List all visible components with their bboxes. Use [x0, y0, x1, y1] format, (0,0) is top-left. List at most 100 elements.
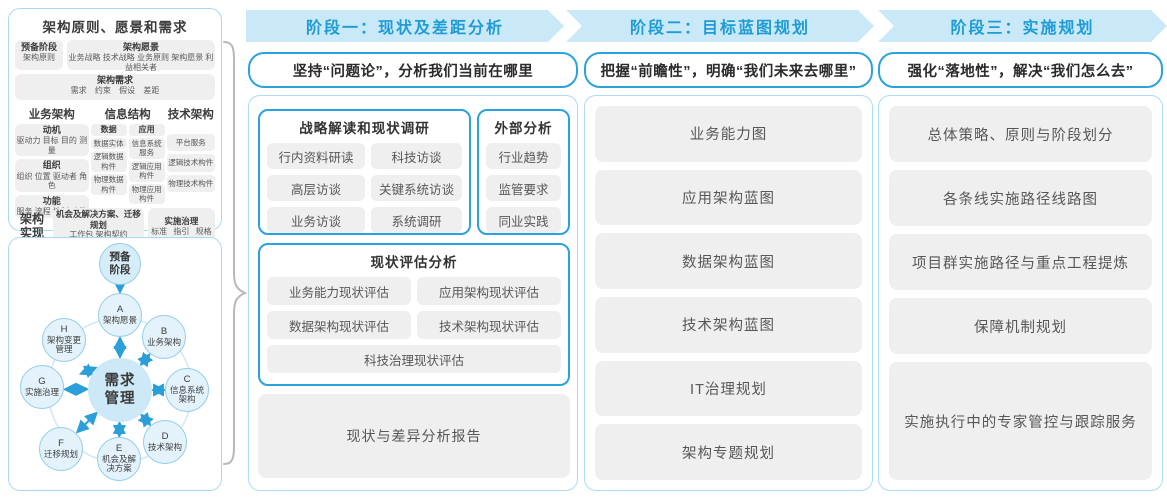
- center-b-arrow: [137, 351, 154, 368]
- architecture-requirement-box: 架构需求 需求 约束 假设 差距: [15, 74, 215, 100]
- framework-row-domains: 业务架构 动机 驱动力 目标 目的 测量 组织 组织 位置 驱动者 角色 功能 …: [15, 106, 215, 218]
- phase3-item: 项目群实施路径与重点工程提炼: [889, 234, 1152, 291]
- phase1-subtitle: 坚持“问题论”，分析我们当前在哪里: [248, 52, 578, 88]
- phase3-subtitle: 强化“落地性”，解决“我们怎么去”: [878, 52, 1163, 88]
- adm-prep-circle: 预备阶段: [99, 243, 141, 285]
- adm-node-label: 信息系统架构: [169, 384, 204, 405]
- organization-box: 组织 组织 位置 驱动者 角色: [15, 159, 89, 192]
- survey-item: 行内资料研读: [267, 143, 366, 169]
- assessment-item: 科技治理现状评估: [267, 345, 561, 373]
- framework-title: 架构原则、愿景和需求: [42, 20, 188, 35]
- assessment-item: 数据架构现状评估: [267, 311, 411, 339]
- adm-center-label: 需求管理: [104, 372, 136, 407]
- assessment-item: 技术架构现状评估: [417, 311, 561, 339]
- survey-group-title: 战略解读和现状调研: [299, 121, 430, 136]
- assessment-item: 业务能力现状评估: [267, 277, 411, 305]
- adm-node-a: A 架构愿景: [98, 293, 142, 337]
- adm-node-letter: A: [116, 303, 124, 315]
- survey-item: 关键系统访谈: [371, 175, 462, 201]
- phase3-banner: 阶段三：实施规划: [878, 10, 1167, 42]
- adm-node-letter: D: [161, 430, 169, 442]
- phase2-item: 应用架构蓝图: [595, 169, 862, 226]
- adm-node-label: 架构愿景: [102, 314, 137, 325]
- phase3-container: 总体策略、原则与阶段划分 各条线实施路径线路图 项目群实施路径与重点工程提炼 保…: [878, 95, 1163, 491]
- center-f-arrow: [75, 411, 99, 434]
- business-architecture-column: 业务架构 动机 驱动力 目标 目的 测量 组织 组织 位置 驱动者 角色 功能 …: [15, 106, 89, 218]
- assessment-item: 应用架构现状评估: [417, 277, 561, 305]
- application-item: 信息系统服务: [128, 138, 165, 159]
- center-h-arrow: [78, 363, 98, 379]
- data-item: 逻辑数据构件: [90, 151, 127, 173]
- adm-node-label: 架构变更管理: [46, 334, 81, 355]
- framework-row-prep-vision: 预备阶段 架构原则 架构愿景 业务战略 技术战略 业务原则 架构愿景 利益相关者: [15, 40, 215, 72]
- phase1-subtitle-text: 坚持“问题论”，分析我们当前在哪里: [292, 63, 534, 80]
- application-title: 应用: [128, 124, 165, 136]
- adm-node-e: E 机会及解决方案: [97, 437, 141, 481]
- application-item: 逻辑应用构件: [128, 160, 165, 182]
- phase1-banner: 阶段一：现状及差距分析: [246, 10, 564, 42]
- data-item: 物理数据构件: [90, 174, 127, 195]
- data-title: 数据: [90, 124, 127, 136]
- organization-sub: 组织 位置 驱动者 角色: [16, 171, 88, 191]
- external-analysis-group: 外部分析 行业趋势 监管要求 同业实践: [477, 109, 570, 235]
- phase2-item: IT治理规划: [595, 360, 862, 417]
- curly-brace: [223, 41, 248, 465]
- prep-phase-title: 预备阶段: [20, 42, 57, 52]
- external-item: 行业趋势: [486, 143, 561, 169]
- technology-architecture-column: 技术架构 平台服务 逻辑技术构件 物理技术构件: [166, 106, 215, 202]
- phase3-item: 实施执行中的专家管控与跟踪服务: [889, 362, 1152, 480]
- center-d-arrow: [137, 411, 154, 428]
- adm-prep-label: 预备阶段: [109, 251, 131, 276]
- information-structure-column: 信息结构 数据 数据实体 逻辑数据构件 物理数据构件 应用 信息系统服务 逻辑应…: [90, 106, 165, 205]
- adm-node-label: 实施治理: [24, 386, 59, 397]
- adm-cycle-panel: 预备阶段 A 架构愿景 B 业务架构 C 信息系统架构 D 技术架构 E 机会及…: [8, 237, 222, 491]
- adm-node-letter: F: [58, 437, 64, 449]
- technology-architecture-title: 技术架构: [167, 109, 214, 121]
- survey-item: 高层访谈: [267, 175, 366, 201]
- assessment-group-title: 现状评估分析: [370, 255, 458, 270]
- adm-node-label: 技术架构: [147, 441, 182, 452]
- phase3-header: 阶段三：实施规划: [950, 20, 1095, 37]
- motivation-box: 动机 驱动力 目标 目的 测量: [15, 124, 89, 157]
- motivation-title: 动机: [42, 125, 61, 135]
- phase2-header: 阶段二：目标蓝图规划: [629, 20, 810, 37]
- business-architecture-title: 业务架构: [28, 109, 75, 121]
- function-title: 功能: [42, 195, 61, 206]
- architecture-realization-label: 架构实现: [19, 211, 44, 240]
- phase2-subtitle-text: 把握“前瞻性”，明确“我们未来去哪里”: [600, 63, 857, 80]
- technology-item: 逻辑技术构件: [166, 154, 215, 172]
- adm-node-letter: C: [183, 373, 191, 385]
- adm-node-letter: H: [60, 323, 68, 335]
- adm-node-h: H 架构变更管理: [42, 318, 86, 362]
- phase2-item: 数据架构蓝图: [595, 233, 862, 290]
- architecture-vision-title: 架构愿景: [122, 42, 159, 52]
- architecture-vision-sub: 业务战略 技术战略 业务原则 架构愿景 利益相关者: [68, 53, 214, 72]
- technology-item: 物理技术构件: [166, 174, 215, 193]
- phase3-item: 保障机制规划: [889, 298, 1152, 355]
- external-item: 同业实践: [486, 207, 561, 233]
- adm-node-letter: E: [115, 442, 123, 454]
- phase1-header: 阶段一：现状及差距分析: [305, 20, 504, 37]
- survey-item: 科技访谈: [371, 143, 462, 169]
- architecture-requirement-sub: 需求 约束 假设 差距: [70, 86, 160, 96]
- opportunity-migration-title: 机会及解决方案、迁移规划: [55, 209, 141, 230]
- adm-center-circle: 需求管理: [88, 358, 152, 422]
- survey-group: 战略解读和现状调研 行内资料研读 科技访谈 高层访谈 关键系统访谈 业务访谈 系…: [258, 109, 471, 235]
- adm-node-label: 迁移规划: [43, 448, 78, 459]
- phase2-item: 技术架构蓝图: [595, 297, 862, 353]
- adm-node-label: 业务架构: [146, 336, 181, 347]
- phase1-container: 战略解读和现状调研 行内资料研读 科技访谈 高层访谈 关键系统访谈 业务访谈 系…: [248, 95, 578, 491]
- adm-node-letter: B: [160, 325, 168, 337]
- survey-item: 业务访谈: [267, 207, 366, 233]
- phase3-subtitle-text: 强化“落地性”，解决“我们怎么去”: [907, 63, 1134, 80]
- gap-analysis-report-box: 现状与差异分析报告: [258, 394, 570, 478]
- framework-row-requirement: 架构需求 需求 约束 假设 差距: [15, 74, 215, 100]
- phase2-container: 业务能力图 应用架构蓝图 数据架构蓝图 技术架构蓝图 IT治理规划 架构专题规划: [584, 95, 873, 491]
- function-sub: 服务 流程 控制 功能: [16, 207, 88, 217]
- adm-node-letter: G: [38, 375, 46, 387]
- external-group-title: 外部分析: [494, 121, 553, 136]
- adm-node-f: F 迁移规划: [39, 427, 83, 471]
- implementation-governance-sub: 标准 指引 规格: [151, 226, 212, 236]
- prep-phase-box: 预备阶段 架构原则: [15, 40, 63, 70]
